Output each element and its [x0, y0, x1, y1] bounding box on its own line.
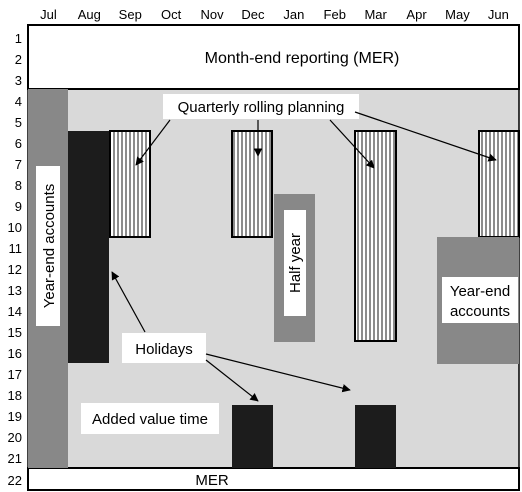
year-end-accounts-right-label-line2: accounts	[450, 303, 510, 320]
week-number-3: 3	[15, 73, 22, 88]
week-number-13: 13	[8, 283, 22, 298]
week-number-19: 19	[8, 409, 22, 424]
week-number-20: 20	[8, 430, 22, 445]
month-label-nov: Nov	[200, 7, 224, 22]
year-end-accounts-right-label-box	[442, 277, 518, 323]
month-label-mar: Mar	[364, 7, 387, 22]
mer-bottom-band	[27, 467, 520, 491]
week-number-4: 4	[15, 94, 22, 109]
year-end-accounts-left-label: Year-end accounts	[41, 184, 58, 309]
holidays-arrow-aug	[111, 271, 146, 333]
week-number-1: 1	[15, 31, 22, 46]
half-year-label-box	[284, 210, 306, 316]
quarterly-label: Quarterly rolling planning	[178, 99, 345, 116]
quarterly-block-sep	[109, 130, 151, 238]
quarterly-block-jun	[478, 130, 520, 238]
holidays-label-box	[122, 333, 206, 363]
month-header: Jul Aug Sep Oct Nov Dec Jan Feb Mar Apr May Jun	[40, 7, 509, 22]
quarterly-arrow-jun	[354, 111, 497, 162]
week-number-7: 7	[15, 157, 22, 172]
holidays-label: Holidays	[135, 341, 193, 358]
year-end-accounts-left-label-box	[36, 166, 60, 326]
week-number-12: 12	[8, 262, 22, 277]
week-number-10: 10	[8, 220, 22, 235]
week-number-16: 16	[8, 346, 22, 361]
month-label-aug: Aug	[78, 7, 101, 22]
mer-bottom-label: MER	[195, 472, 229, 489]
holiday-block-dec	[232, 405, 273, 468]
week-number-8: 8	[15, 178, 22, 193]
month-label-jun: Jun	[488, 7, 509, 22]
quarterly-block-dec	[231, 130, 273, 238]
week-number-21: 21	[8, 451, 22, 466]
month-label-sep: Sep	[119, 7, 142, 22]
month-label-jan: Jan	[283, 7, 304, 22]
quarterly-block-mar	[354, 130, 397, 342]
holiday-block-mar	[355, 405, 396, 468]
month-label-jul: Jul	[40, 7, 57, 22]
month-label-may: May	[445, 7, 470, 22]
week-number-2: 2	[15, 52, 22, 67]
added-value-label: Added value time	[92, 411, 208, 428]
holidays-arrow-dec	[205, 359, 259, 402]
month-label-feb: Feb	[324, 7, 346, 22]
week-number-9: 9	[15, 199, 22, 214]
month-label-apr: Apr	[406, 7, 427, 22]
week-number-15: 15	[8, 325, 22, 340]
week-number-17: 17	[8, 367, 22, 382]
mer-top-band	[27, 24, 520, 90]
week-number-14: 14	[8, 304, 22, 319]
holidays-arrow-mar	[205, 353, 351, 393]
month-label-dec: Dec	[241, 7, 265, 22]
month-label-oct: Oct	[161, 7, 182, 22]
quarterly-label-box	[163, 94, 359, 119]
mer-top-label: Month-end reporting (MER)	[205, 50, 400, 67]
year-end-accounts-right-label-line1: Year-end	[450, 283, 510, 300]
half-year-label: Half year	[287, 233, 304, 293]
quarterly-arrow-mar	[329, 119, 375, 169]
week-number-22: 22	[8, 473, 22, 488]
week-number-18: 18	[8, 388, 22, 403]
week-number-6: 6	[15, 136, 22, 151]
week-number-5: 5	[15, 115, 22, 130]
holiday-block-aug	[68, 131, 109, 363]
week-number-11: 11	[9, 241, 23, 256]
added-value-label-box	[81, 403, 219, 434]
quarterly-arrow-sep	[135, 119, 171, 166]
